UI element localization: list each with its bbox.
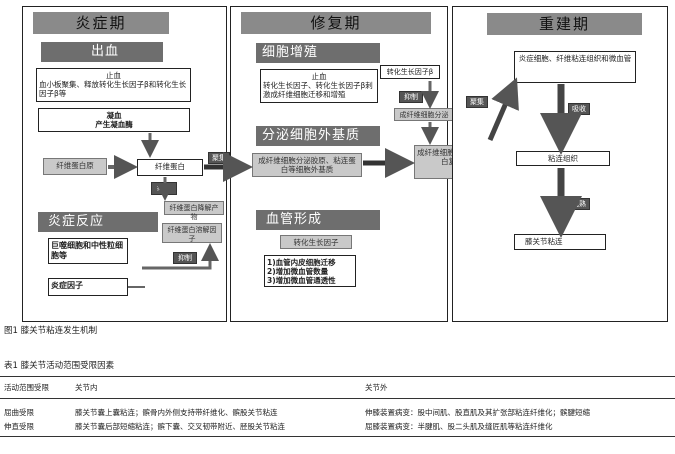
coagulation-box: 凝血 产生凝血酶 xyxy=(38,108,190,132)
repair-phase-title: 修复期 xyxy=(241,12,431,34)
gather-label-p1: 聚集 xyxy=(212,154,226,162)
effect-1: 1)血管内皮细胞迁移 xyxy=(267,258,336,267)
arrow-inflammation-loop xyxy=(142,243,219,270)
proliferation-text: 转化生长因子、转化生长因子β刺激成纤维细胞迁移和增殖 xyxy=(263,81,373,99)
table-row-1-col3: 伸膝装置病变：股中间肌、股直肌及其扩张部粘连纤维化；髌腱短缩 xyxy=(365,408,590,417)
hemostasis-title: 止血 xyxy=(106,71,121,80)
hemostasis-box: 止血 血小板聚集、释放转化生长因子β和转化生长因子β等 xyxy=(36,68,191,102)
coagulation-title: 凝血 xyxy=(106,111,122,120)
table-top-rule xyxy=(0,376,675,377)
table-bottom-rule xyxy=(0,436,675,437)
table-row-2-col2: 膝关节囊后部短缩粘连；髌下囊、交叉韧带附近、胫股关节粘连 xyxy=(75,422,285,431)
table-row-1-col2: 膝关节囊上囊粘连；髌骨内外侧支持带纤维化、髌股关节粘连 xyxy=(75,408,278,417)
figure-caption: 图1 膝关节粘连发生机制 xyxy=(4,326,98,336)
inhibit-tag-p1: 抑制 xyxy=(173,252,197,264)
remodel-top-label: 炎症细胞、纤维粘连组织和微血管 xyxy=(518,54,632,63)
table-row-2-col3: 屈膝装置病变：半腱肌、股二头肌及缝匠肌等粘连纤维化 xyxy=(365,422,553,431)
thrombin-text: 产生凝血酶 xyxy=(95,120,133,129)
table-title: 表1 膝关节活动范围受限因素 xyxy=(4,361,115,371)
hemostasis-text: 血小板聚集、释放转化生长因子β和转化生长因子β等 xyxy=(39,80,187,98)
table-header-col3: 关节外 xyxy=(365,383,388,392)
gather-tag-p3: 聚集 xyxy=(466,96,488,108)
effect-2: 2)增加微血管数量 xyxy=(267,267,329,276)
table-header-col1: 活动范围受限 xyxy=(4,383,49,392)
absorb-label: 吸收 xyxy=(572,105,586,113)
arrow-complex-remodel xyxy=(487,77,519,141)
ecm-box: 成纤维细胞分泌胶原、粘连蛋白等细胞外基质 xyxy=(252,153,362,177)
cell-proliferation-header: 细胞增殖 xyxy=(256,43,380,63)
table-row-1-col1: 屈曲受限 xyxy=(4,408,34,417)
fibroblast-secretion-label: 成纤维细胞分泌 xyxy=(399,111,449,119)
proliferation-title: 止血 xyxy=(311,72,327,81)
inflammatory-phase-title: 炎症期 xyxy=(33,12,169,34)
angiogenesis-effects-box: 1)血管内皮细胞迁移 2)增加微血管数量 3)增加微血管通透性 xyxy=(264,255,356,287)
knee-adhesion-label: 膝关节粘连 xyxy=(525,237,563,246)
macrophage-box: 巨噬细胞和中性粒细胞等 xyxy=(48,238,128,264)
arrows-panel1 xyxy=(108,133,253,288)
growth-factor-label: 转化生长因子 xyxy=(293,238,339,247)
fibrin-box: 纤维蛋白 xyxy=(137,159,203,176)
inhibit-tag-p2: 抑制 xyxy=(399,91,423,103)
inhibit-label-p2: 抑制 xyxy=(404,93,418,101)
fibrin-label: 纤维蛋白 xyxy=(155,162,185,171)
growth-factor-box: 转化生长因子 xyxy=(280,235,352,249)
bleeding-header: 出血 xyxy=(41,42,163,62)
angiogenesis-header: 血管形成 xyxy=(256,210,380,230)
flow-arrows xyxy=(108,77,582,288)
arrows-panel3 xyxy=(487,77,582,238)
degradation-label: 纤维蛋白降解产物 xyxy=(169,204,219,221)
fibrinogen-label: 纤维蛋白原 xyxy=(56,161,94,170)
table-mid-rule xyxy=(0,398,675,399)
ecm-label: 成纤维细胞分泌胶原、粘连蛋白等细胞外基质 xyxy=(258,156,356,174)
gather-label-p3: 聚集 xyxy=(470,98,484,106)
cytokine-label: 炎症因子 xyxy=(51,281,83,290)
cytokine-box: 炎症因子 xyxy=(48,278,128,296)
remodeling-phase-title: 重建期 xyxy=(487,13,642,35)
fibrinolysis-factor-label: 纤维蛋白溶解因子 xyxy=(167,226,217,243)
table-header-col2: 关节内 xyxy=(75,383,98,392)
ecm-header: 分泌细胞外基质 xyxy=(256,126,380,146)
table-row-2-col1: 伸直受限 xyxy=(4,422,34,431)
arrows-panel2 xyxy=(363,81,439,178)
adhesion-tissue-label: 粘连组织 xyxy=(548,154,578,163)
inflammation-header: 炎症反应 xyxy=(38,212,158,232)
effect-3: 3)增加微血管通透性 xyxy=(267,276,336,285)
macrophage-label: 巨噬细胞和中性粒细胞等 xyxy=(51,241,123,260)
tgf-beta-label: 转化生长因子β xyxy=(386,68,434,76)
degradation-products-box: 纤维蛋白降解产物 xyxy=(164,201,224,221)
tgf-beta-box: 转化生长因子β xyxy=(380,65,440,79)
inhibit-label-p1: 抑制 xyxy=(178,254,192,262)
fibrinolysis-factor-box: 纤维蛋白溶解因子 xyxy=(162,223,222,243)
proliferation-box: 止血 转化生长因子、转化生长因子β刺激成纤维细胞迁移和增殖 xyxy=(260,69,378,103)
remodel-top-box: 炎症细胞、纤维粘连组织和微血管 xyxy=(514,51,636,83)
fibrinogen-box: 纤维蛋白原 xyxy=(43,158,107,175)
